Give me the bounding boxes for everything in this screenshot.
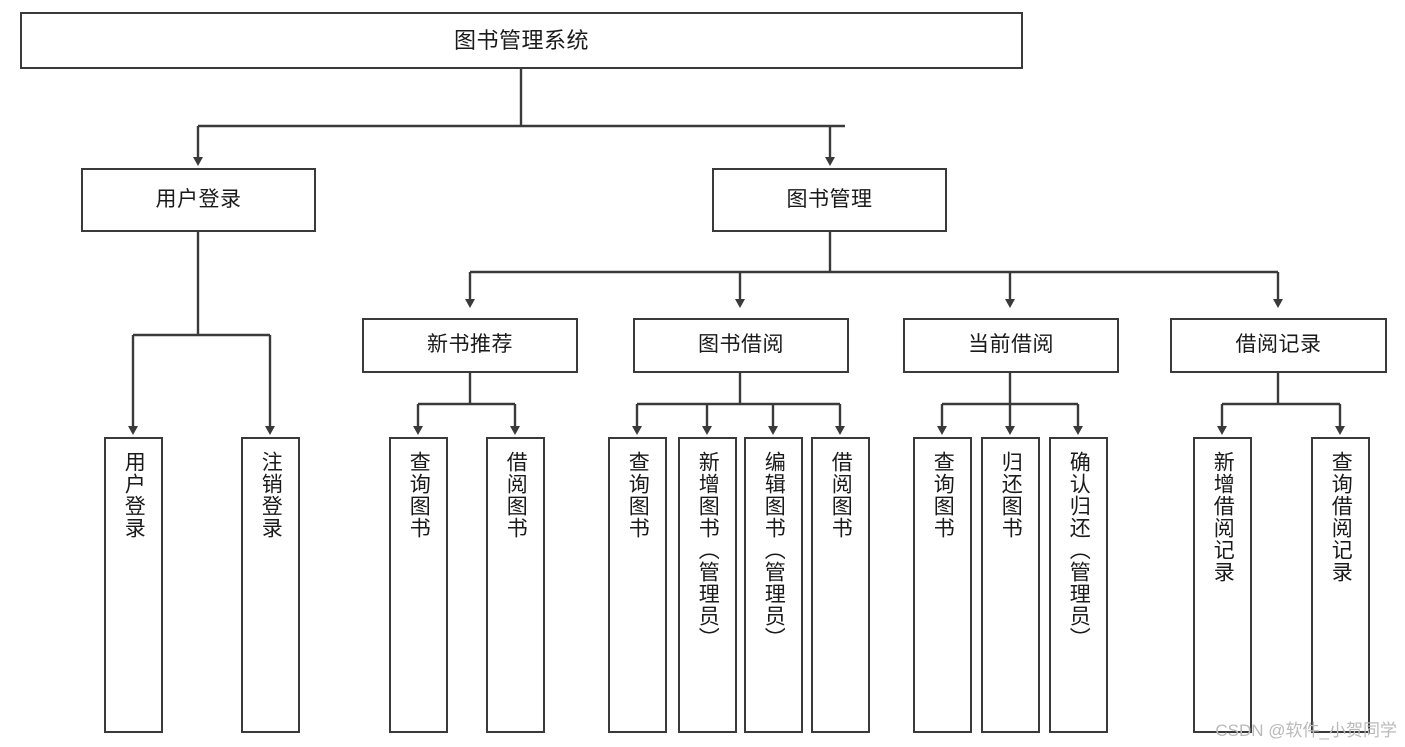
node-leaf-query-book-current[interactable]: 查询图书	[913, 437, 972, 733]
node-label: 用户登录	[155, 187, 242, 211]
node-leaf-query-book-new[interactable]: 查询图书	[389, 437, 448, 733]
node-label: 图书管理	[786, 187, 873, 211]
node-label: 用户登录	[122, 451, 146, 539]
node-label: 新书推荐	[427, 333, 513, 357]
node-leaf-borrow-book[interactable]: 借阅图书	[811, 437, 870, 733]
node-label: 查询图书	[626, 451, 650, 539]
node-root-book-management-system[interactable]: 图书管理系统	[20, 12, 1023, 69]
node-label: 查询图书	[931, 451, 955, 539]
watermark: CSDN @软件_小贺同学	[1215, 721, 1397, 740]
node-label: 当前借阅	[968, 333, 1054, 357]
node-leaf-confirm-return-admin[interactable]: 确认归还（管理员）	[1049, 437, 1108, 733]
node-book-management[interactable]: 图书管理	[712, 168, 947, 232]
node-label: 查询图书	[407, 451, 431, 539]
node-leaf-return-book[interactable]: 归还图书	[981, 437, 1040, 733]
node-leaf-query-borrow-record[interactable]: 查询借阅记录	[1311, 437, 1370, 733]
node-leaf-user-login[interactable]: 用户登录	[104, 437, 163, 733]
node-label: 新增借阅记录	[1211, 451, 1235, 583]
node-leaf-borrow-book-new[interactable]: 借阅图书	[486, 437, 545, 733]
node-leaf-query-book[interactable]: 查询图书	[608, 437, 667, 733]
node-user-login[interactable]: 用户登录	[81, 168, 316, 232]
node-leaf-add-book-admin[interactable]: 新增图书（管理员）	[678, 437, 737, 733]
node-leaf-edit-book-admin[interactable]: 编辑图书（管理员）	[744, 437, 803, 733]
node-leaf-add-borrow-record[interactable]: 新增借阅记录	[1193, 437, 1252, 733]
node-label: 新增图书（管理员）	[696, 451, 720, 649]
node-leaf-logout[interactable]: 注销登录	[241, 437, 300, 733]
node-label: 编辑图书（管理员）	[762, 451, 786, 649]
node-label: 确认归还（管理员）	[1067, 451, 1091, 649]
node-label: 图书借阅	[698, 333, 784, 357]
node-label: 查询借阅记录	[1329, 451, 1353, 583]
node-book-borrow[interactable]: 图书借阅	[633, 318, 849, 373]
node-label: 注销登录	[259, 451, 283, 539]
node-new-book-recommend[interactable]: 新书推荐	[362, 318, 578, 373]
node-label: 借阅图书	[829, 451, 853, 539]
node-label: 借阅记录	[1235, 333, 1322, 357]
node-label: 借阅图书	[504, 451, 528, 539]
node-borrow-record[interactable]: 借阅记录	[1170, 318, 1387, 373]
node-label: 图书管理系统	[453, 27, 589, 53]
node-label: 归还图书	[999, 451, 1023, 539]
node-current-borrow[interactable]: 当前借阅	[903, 318, 1119, 373]
